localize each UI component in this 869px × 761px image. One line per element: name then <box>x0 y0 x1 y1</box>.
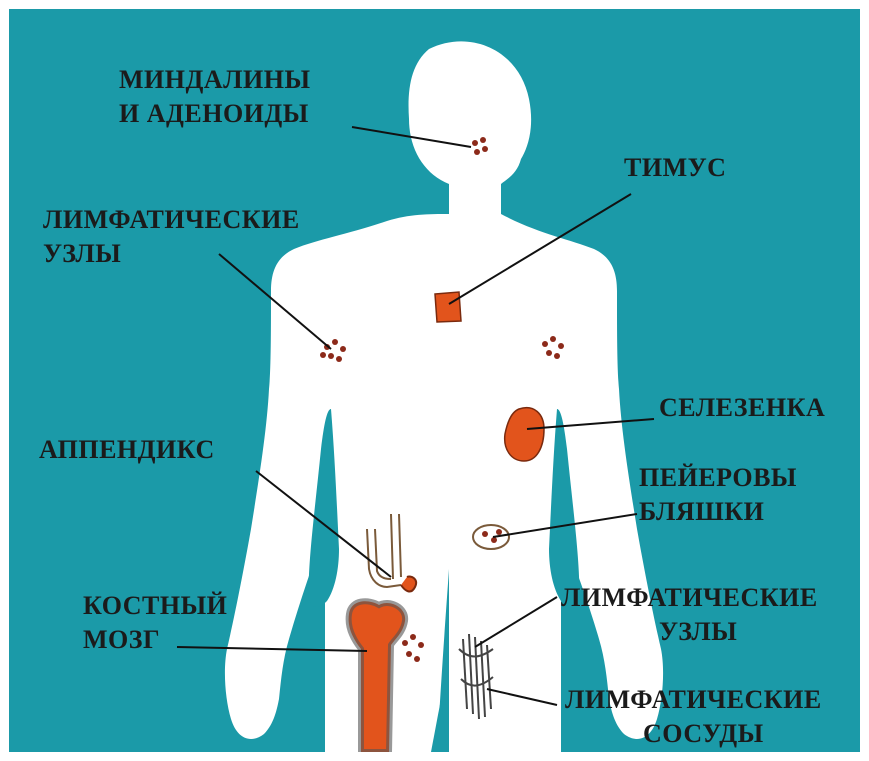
thymus-organ <box>435 292 461 322</box>
label-tonsils: МИНДАЛИНЫ И АДЕНОИДЫ <box>119 63 311 131</box>
label-peyer-patches: ПЕЙЕРОВЫ БЛЯШКИ <box>639 461 797 529</box>
label-lymph-nodes-lower: ЛИМФАТИЧЕСКИЕ УЗЛЫ <box>561 581 818 649</box>
label-thymus: ТИМУС <box>624 151 726 185</box>
label-spleen: СЕЛЕЗЕНКА <box>659 391 825 425</box>
peyer-patches-organ <box>473 525 509 549</box>
label-lymph-nodes-upper: ЛИМФАТИЧЕСКИЕ УЗЛЫ <box>43 203 300 271</box>
label-lymph-vessels: ЛИМФАТИЧЕСКИЕ СОСУДЫ <box>565 683 822 751</box>
label-appendix: АППЕНДИКС <box>39 433 215 467</box>
spleen-organ <box>505 408 544 461</box>
label-bone-marrow: КОСТНЫЙ МОЗГ <box>83 589 227 657</box>
diagram-panel: МИНДАЛИНЫ И АДЕНОИДЫ ТИМУС ЛИМФАТИЧЕСКИЕ… <box>9 9 860 752</box>
